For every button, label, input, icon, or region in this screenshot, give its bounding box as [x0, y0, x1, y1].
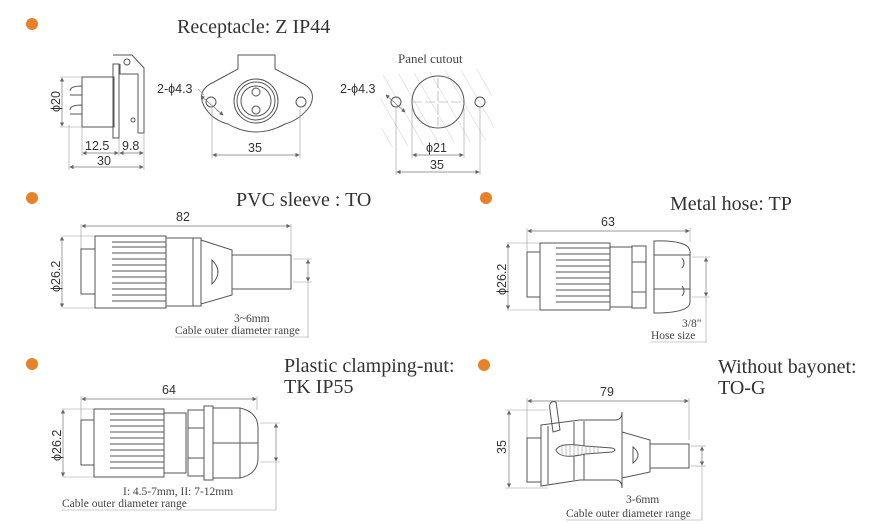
- grip-ridges: [112, 241, 166, 302]
- dim-30: 30: [97, 154, 111, 168]
- dim-diameter-26-2: ϕ26.2: [50, 430, 64, 461]
- bullet-dot-icon: [26, 18, 38, 30]
- dim-12-5: 12.5: [85, 139, 109, 153]
- without-bayonet-title-line2: TO-G: [718, 377, 765, 399]
- receptacle-side-view: ϕ20 12.5 9.8 30: [49, 54, 145, 170]
- dim-9-8: 9.8: [122, 139, 139, 153]
- dim-cutout-holes: 2-ϕ4.3: [340, 82, 376, 96]
- dim-35: 35: [495, 440, 509, 454]
- hose-size-label: Hose size: [651, 330, 695, 342]
- cable-range-label: Cable outer diameter range: [566, 508, 691, 520]
- cable-range-label: Cable outer diameter range: [175, 325, 300, 337]
- metal-hose-title: Metal hose: TP: [670, 193, 792, 215]
- cable-range-text: 3-6mm: [626, 494, 659, 506]
- cable-range-text: 3~6mm: [234, 313, 270, 325]
- section-receptacle: Receptacle: Z IP44 ϕ20 12.5 9.8 30: [26, 16, 495, 175]
- dim-35: 35: [248, 141, 262, 155]
- pvc-sleeve-title: PVC sleeve : TO: [236, 189, 371, 211]
- section-pvc-sleeve: PVC sleeve : TO 82 ϕ26.2 3~6mm Cable out…: [26, 189, 371, 338]
- dim-cutout-width: 35: [430, 158, 444, 172]
- clamping-nut-title-line2: TK IP55: [284, 376, 353, 398]
- dim-64: 64: [162, 383, 176, 397]
- dim-diameter-26-2: ϕ26.2: [495, 264, 509, 295]
- cable-range-text: I: 4.5-7mm, II: 7-12mm: [123, 486, 233, 498]
- section-without-bayonet: Without bayonet: TO-G 79 35 3-6mm: [478, 356, 857, 521]
- hose-size-value: 3/8": [682, 318, 701, 330]
- dim-82: 82: [176, 210, 190, 224]
- panel-cutout-label: Panel cutout: [398, 51, 463, 66]
- strain-relief-ribs: [561, 444, 599, 456]
- without-bayonet-title-line1: Without bayonet:: [718, 356, 857, 378]
- bullet-dot-icon: [26, 358, 38, 370]
- dim-63: 63: [601, 215, 615, 229]
- dim-diameter-20: ϕ20: [49, 91, 63, 112]
- bullet-dot-icon: [478, 359, 490, 371]
- bullet-dot-icon: [480, 192, 492, 204]
- receptacle-front-view: 2-ϕ4.3 35: [157, 54, 313, 158]
- bullet-dot-icon: [26, 192, 38, 204]
- dim-cutout-diameter: ϕ21: [426, 141, 447, 155]
- panel-cutout-view: Panel cutout 2-ϕ4.3 ϕ21 35: [340, 51, 495, 175]
- receptacle-title: Receptacle: Z IP44: [177, 16, 330, 38]
- section-metal-hose: Metal hose: TP 63 ϕ26.2 3/8" Hose: [480, 192, 792, 343]
- dim-diameter-26-2: ϕ26.2: [49, 261, 63, 292]
- grip-ridges: [556, 247, 610, 303]
- cable-range-label: Cable outer diameter range: [62, 498, 187, 510]
- dim-holes: 2-ϕ4.3: [157, 82, 193, 96]
- grip-ridges: [110, 413, 164, 469]
- section-plastic-clamping-nut: Plastic clamping-nut: TK IP55 64 ϕ26.: [26, 355, 455, 511]
- clamping-nut-title-line1: Plastic clamping-nut:: [284, 355, 455, 377]
- dim-79: 79: [600, 385, 614, 399]
